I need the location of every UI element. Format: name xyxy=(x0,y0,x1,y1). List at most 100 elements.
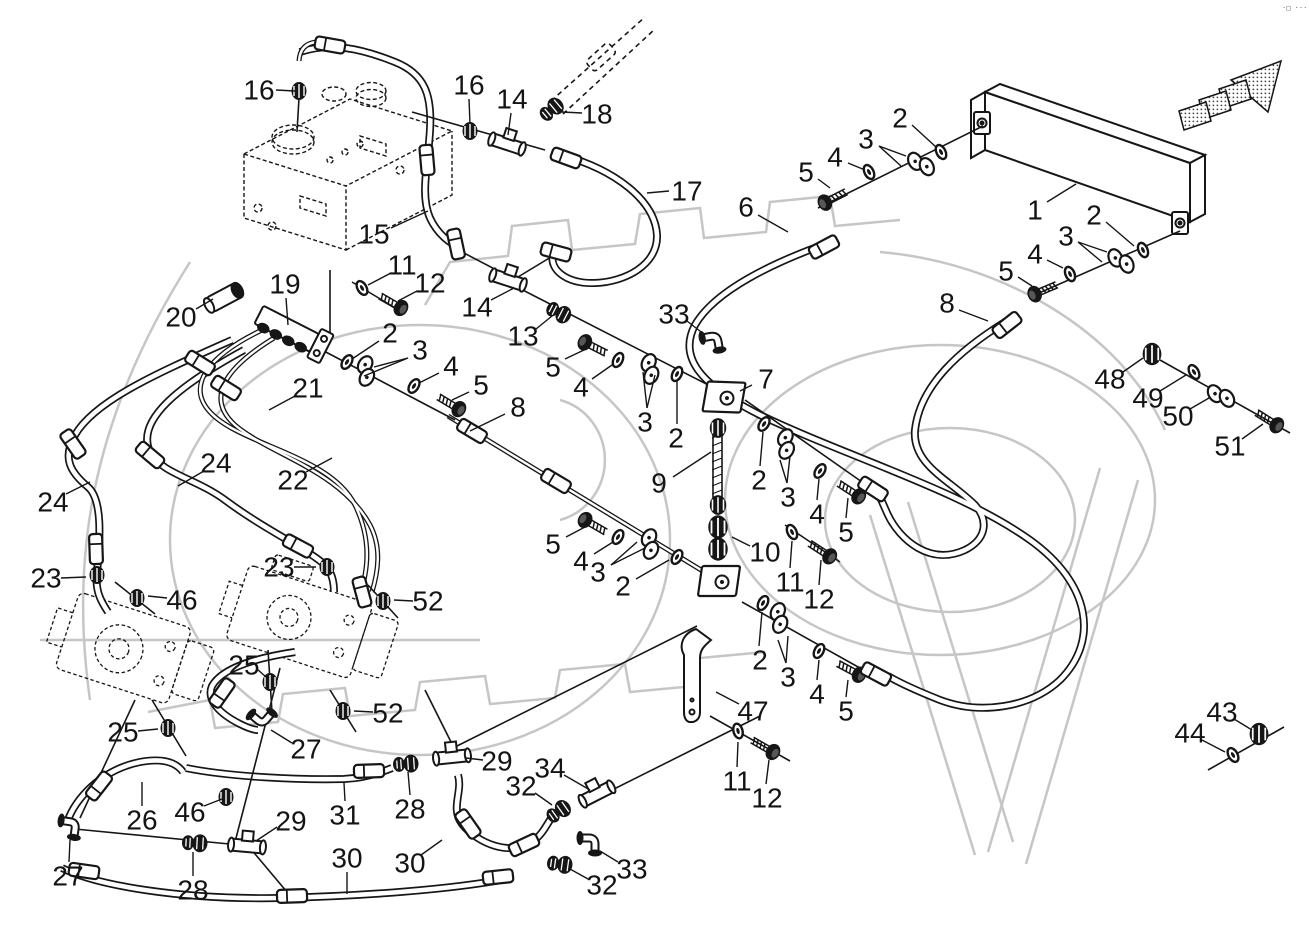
direction-arrow-icon xyxy=(1178,59,1283,131)
callout-leader-24 xyxy=(65,481,91,495)
callout-leader-5 xyxy=(451,391,470,401)
callout-50: 50 xyxy=(1162,401,1193,432)
callout-leader-32 xyxy=(534,792,553,806)
callout-leader-14 xyxy=(490,287,515,301)
hose-6 xyxy=(685,239,1088,712)
callout-44: 44 xyxy=(1174,718,1205,749)
callout-leader-12 xyxy=(397,290,418,302)
callout-leader-3 xyxy=(785,635,789,664)
callout-49: 49 xyxy=(1132,383,1163,414)
callout-5: 5 xyxy=(473,370,489,401)
callout-6: 6 xyxy=(738,192,754,223)
callout-10: 10 xyxy=(749,537,780,568)
callout-33: 33 xyxy=(658,299,689,330)
callout-32: 32 xyxy=(505,771,536,802)
callout-9: 9 xyxy=(651,468,667,499)
fitting-20 xyxy=(202,281,245,314)
callout-leader-24 xyxy=(177,470,205,487)
callout-2: 2 xyxy=(752,645,768,676)
callout-20: 20 xyxy=(165,302,196,333)
callout-leader-3 xyxy=(779,459,788,484)
callout-leader-30 xyxy=(420,839,443,856)
callout-leader-44 xyxy=(1201,739,1226,753)
callout-17: 17 xyxy=(671,176,702,207)
callout-leader-3 xyxy=(878,145,902,167)
callout-8: 8 xyxy=(939,288,955,319)
callout-leader-12 xyxy=(818,559,822,586)
callout-leader-27 xyxy=(68,839,71,863)
callout-leader-52 xyxy=(353,710,374,713)
callout-leader-19 xyxy=(285,297,289,326)
callout-51: 51 xyxy=(1214,431,1245,462)
callout-4: 4 xyxy=(573,372,589,403)
callout-leader-15 xyxy=(390,210,429,229)
callout-leader-2 xyxy=(911,124,937,148)
callout-2: 2 xyxy=(668,423,684,454)
callout-leader-4 xyxy=(418,372,440,384)
callout-12: 12 xyxy=(751,783,782,814)
callout-15: 15 xyxy=(358,219,389,250)
callout-34: 34 xyxy=(534,753,565,784)
callout-7: 7 xyxy=(758,364,774,395)
callout-leader-27 xyxy=(270,729,293,744)
callout-leader-3 xyxy=(610,541,638,566)
callout-leader-25 xyxy=(256,668,267,678)
callout-3: 3 xyxy=(780,662,796,693)
callout-leader-12 xyxy=(765,759,770,785)
callout-leader-17 xyxy=(646,190,670,194)
callout-leader-49 xyxy=(1159,374,1187,392)
callout-leader-23 xyxy=(60,576,87,579)
callout-28: 28 xyxy=(394,794,425,825)
callout-leader-2 xyxy=(635,559,670,580)
callout-leader-4 xyxy=(847,162,866,171)
callout-leader-20 xyxy=(195,298,214,310)
callout-12: 12 xyxy=(803,584,834,615)
callout-3: 3 xyxy=(858,124,874,155)
callout-leader-48 xyxy=(1122,357,1144,373)
callout-leader-3 xyxy=(777,639,787,664)
callout-leader-10 xyxy=(731,536,751,547)
callout-leader-47 xyxy=(715,691,740,705)
callout-leader-32 xyxy=(569,868,589,880)
callout-16: 16 xyxy=(453,70,484,101)
callout-23: 23 xyxy=(30,563,61,594)
callout-13: 13 xyxy=(507,321,538,352)
callout-52: 52 xyxy=(372,698,403,729)
callout-leader-3 xyxy=(373,357,409,368)
callout-leader-4 xyxy=(816,659,820,681)
callout-leader-11 xyxy=(789,540,793,569)
callout-25: 25 xyxy=(228,650,259,681)
callout-leader-18 xyxy=(561,111,583,114)
callout-leader-3 xyxy=(878,145,907,157)
pump-left xyxy=(45,592,215,704)
callout-leader-3 xyxy=(1077,241,1103,263)
callout-leader-21 xyxy=(268,395,296,411)
callout-18: 18 xyxy=(581,99,612,130)
callout-25: 25 xyxy=(107,717,138,748)
oil-cooler xyxy=(970,82,1208,235)
callout-leader-3 xyxy=(646,374,656,409)
callout-16: 16 xyxy=(243,75,274,106)
callout-5: 5 xyxy=(998,256,1014,287)
callout-26: 26 xyxy=(126,805,157,836)
callout-8: 8 xyxy=(510,392,526,423)
callout-leader-52 xyxy=(393,599,414,602)
callout-leader-5 xyxy=(564,349,585,360)
callout-2: 2 xyxy=(1086,200,1102,231)
callout-3: 3 xyxy=(412,335,428,366)
callout-leader-8 xyxy=(469,413,506,432)
callout-22: 22 xyxy=(277,465,308,496)
callout-2: 2 xyxy=(615,571,631,602)
callout-12: 12 xyxy=(414,268,445,299)
callout-leader-5 xyxy=(845,679,849,698)
manifold xyxy=(254,305,335,364)
callout-28: 28 xyxy=(177,875,208,906)
callout-27: 27 xyxy=(52,861,83,892)
callout-2: 2 xyxy=(751,465,767,496)
callout-leader-29 xyxy=(465,757,484,761)
callout-leader-5 xyxy=(1017,276,1033,287)
callout-leader-31 xyxy=(343,782,346,802)
hose-8 xyxy=(874,318,1008,559)
